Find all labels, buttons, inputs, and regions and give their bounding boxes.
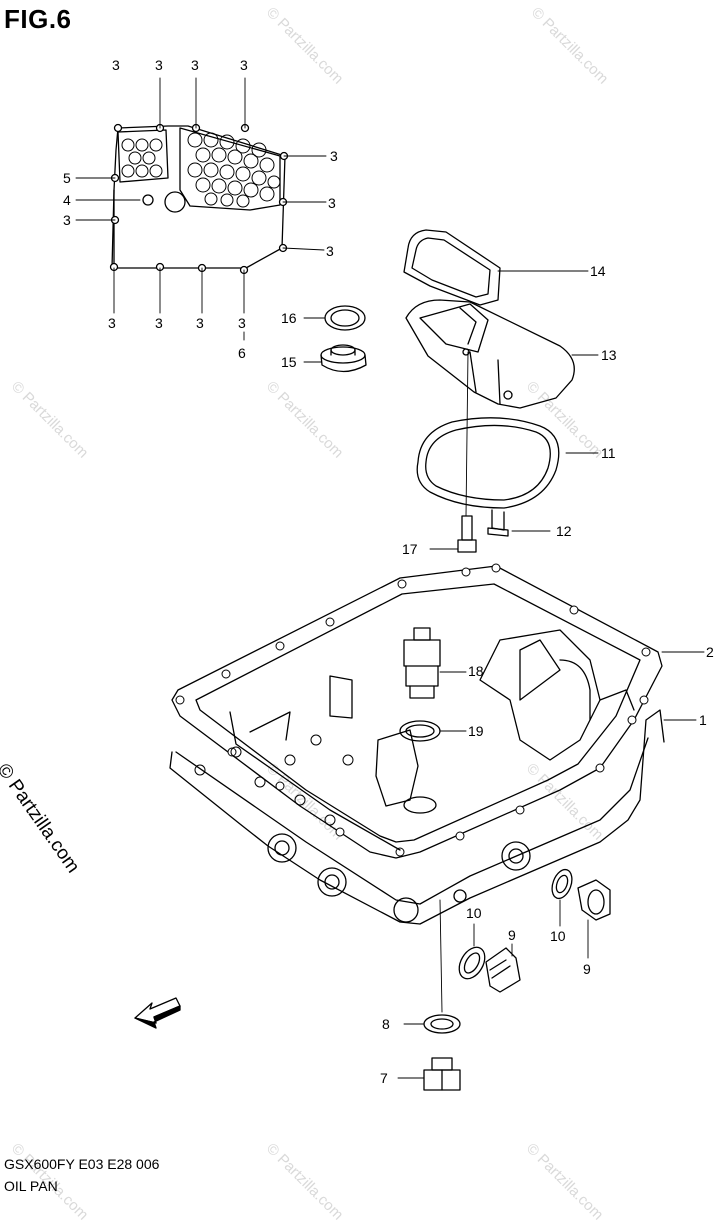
callout-3: 3 <box>330 148 338 164</box>
callout-10: 10 <box>550 928 566 944</box>
o-ring-19-drawing <box>399 720 467 742</box>
oil-strainer-13-drawing <box>405 299 599 409</box>
strainer-inset-drawing <box>75 77 327 341</box>
callout-4: 4 <box>63 192 71 208</box>
callout-3: 3 <box>326 243 334 259</box>
callout-17: 17 <box>402 541 418 557</box>
oil-pan-1-drawing <box>169 629 697 925</box>
callout-3: 3 <box>108 315 116 331</box>
callout-3: 3 <box>191 57 199 73</box>
callout-11: 11 <box>601 445 616 461</box>
callout-3: 3 <box>238 315 246 331</box>
callout-3: 3 <box>155 315 163 331</box>
callout-16: 16 <box>281 310 297 326</box>
callout-9: 9 <box>508 927 516 943</box>
callout-10: 10 <box>466 905 482 921</box>
callout-3: 3 <box>155 57 163 73</box>
callout-3: 3 <box>240 57 248 73</box>
callout-7: 7 <box>380 1070 388 1086</box>
callout-3: 3 <box>112 57 120 73</box>
callout-3: 3 <box>328 195 336 211</box>
bolt-12-drawing <box>487 509 551 537</box>
bolt-17-drawing <box>429 351 477 553</box>
drain-parts-drawing <box>397 868 611 1091</box>
model-code: GSX600FY E03 E28 006 <box>4 1156 160 1172</box>
callout-8: 8 <box>382 1016 390 1032</box>
callout-14: 14 <box>590 263 606 279</box>
callout-13: 13 <box>601 347 617 363</box>
callout-19: 19 <box>468 723 484 739</box>
gasket-11-drawing <box>416 417 599 509</box>
callout-3: 3 <box>63 212 71 228</box>
callout-18: 18 <box>468 663 484 679</box>
seal-15-drawing <box>303 344 367 373</box>
callout-1: 1 <box>699 712 707 728</box>
section-name: OIL PAN <box>4 1178 58 1194</box>
oil-pressure-switch-18-drawing <box>403 627 467 699</box>
figure-title: FIG.6 <box>4 4 72 34</box>
callout-3: 3 <box>196 315 204 331</box>
callout-12: 12 <box>556 523 572 539</box>
callout-15: 15 <box>281 354 297 370</box>
callout-2: 2 <box>706 644 714 660</box>
oil-pan-gasket-2-drawing <box>171 563 705 859</box>
callout-6: 6 <box>238 345 246 361</box>
callout-9: 9 <box>583 961 591 977</box>
fwd-arrow-icon <box>134 997 181 1029</box>
o-ring-16-drawing <box>303 305 366 331</box>
callout-5: 5 <box>63 170 71 186</box>
gasket-14-drawing <box>403 229 589 306</box>
